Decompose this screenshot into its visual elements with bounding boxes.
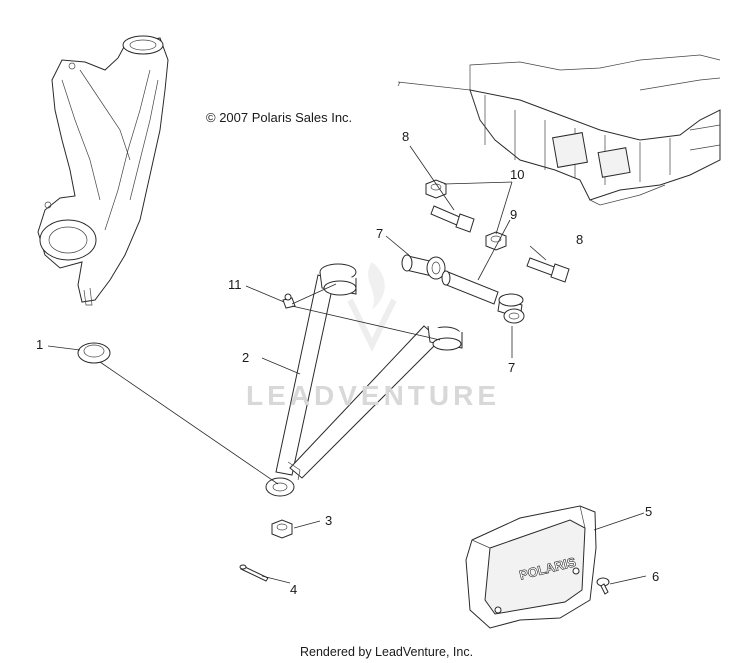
callout-9: 9 (510, 207, 518, 222)
protective-cover (465, 505, 597, 629)
bushing-right (497, 293, 525, 324)
callout-3: 3 (325, 513, 333, 528)
callout-4: 4 (290, 582, 298, 597)
bushing-left (401, 254, 446, 280)
callout-1: 1 (36, 337, 44, 352)
grease-fitting (282, 293, 296, 309)
steering-knuckle (37, 35, 169, 306)
callout-7-upper: 7 (376, 226, 384, 241)
bolt-right (526, 257, 570, 283)
watermark-emblem (347, 262, 397, 352)
callout-10: 10 (510, 167, 525, 182)
nut (271, 519, 293, 539)
screw (596, 577, 610, 595)
callout-8-upper: 8 (402, 129, 410, 144)
a-arm (265, 263, 463, 497)
callout-8-right: 8 (576, 232, 584, 247)
callout-2: 2 (242, 350, 250, 365)
callout-6: 6 (652, 569, 660, 584)
sleeve (441, 270, 499, 305)
cap (77, 342, 111, 364)
callout-7-lower: 7 (508, 360, 516, 375)
callout-11: 11 (228, 277, 242, 292)
render-credit: Rendered by LeadVenture, Inc. (300, 645, 474, 659)
watermark-text: LEADVENTURE (246, 380, 501, 411)
callout-5: 5 (645, 504, 653, 519)
frame-section (397, 54, 721, 206)
bolt-upper (430, 205, 475, 233)
copyright-notice: © 2007 Polaris Sales Inc. (206, 110, 353, 125)
leader-lines (47, 145, 647, 585)
cotter-pin (239, 564, 269, 582)
